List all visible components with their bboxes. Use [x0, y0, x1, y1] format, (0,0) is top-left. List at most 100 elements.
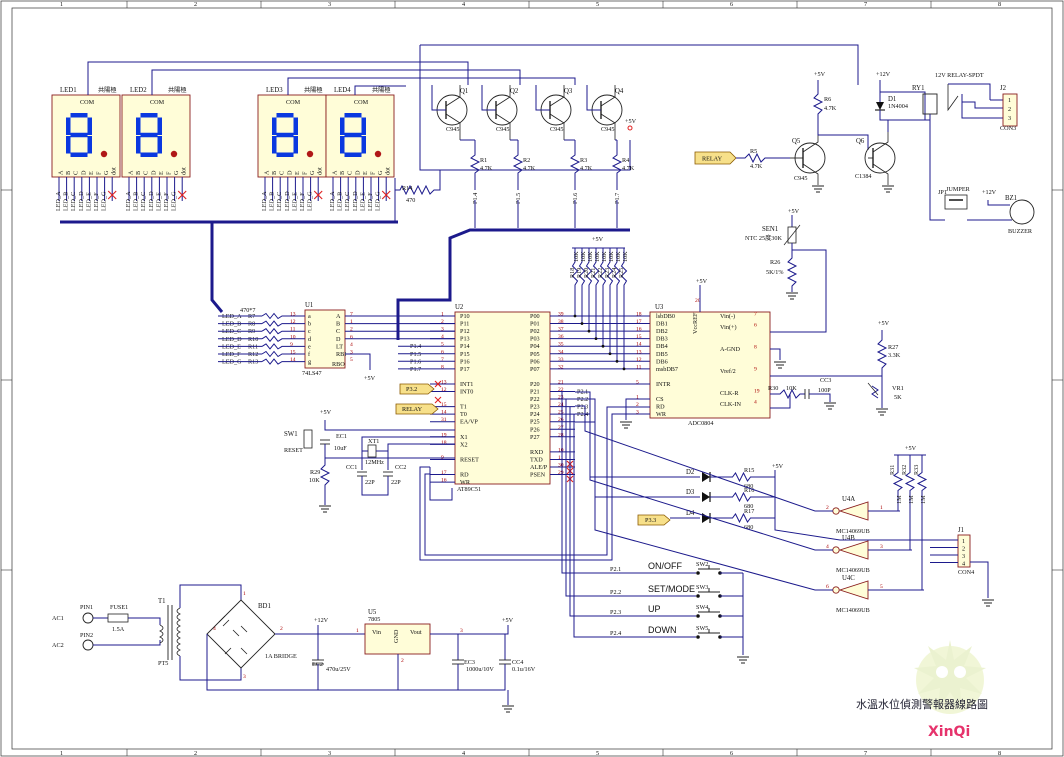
plus5-vref: +5V — [878, 320, 890, 327]
led-segment — [140, 152, 158, 157]
junction-dot — [587, 329, 591, 333]
ec1-val: 10uF — [334, 445, 347, 452]
u2-left-label: T0 — [460, 411, 467, 418]
jp1-label: JUMPER — [946, 186, 971, 193]
led-bus-label: LED_F — [93, 192, 100, 211]
button-net: P2.4 — [610, 630, 621, 637]
u3-left-label: WR — [656, 411, 667, 418]
led-pin-label: D — [80, 170, 87, 175]
led-segment — [361, 117, 366, 135]
button-wire — [561, 391, 696, 574]
led-type-label: 共陽極 — [372, 86, 391, 94]
junction-dot — [601, 344, 605, 348]
vref-divider: +5V R27 3.3K VR1 5K — [770, 320, 904, 416]
relay-label-1: RELAY — [702, 156, 723, 163]
r6-ref: R6 — [824, 96, 831, 103]
transistor-collector — [549, 85, 565, 107]
u2-left-label: P15 — [460, 351, 470, 358]
led-segment — [272, 136, 277, 154]
u2-pin-num: 30 — [558, 463, 564, 469]
button-label: UP — [648, 604, 661, 614]
led-pin-label: dot — [111, 167, 118, 175]
frame-col-label: 6 — [730, 750, 733, 757]
u5-vin: Vin — [372, 629, 381, 636]
junction-dot — [615, 359, 619, 363]
con3-pin: 3 — [1008, 115, 1011, 122]
u2-right-label: P21 — [530, 389, 540, 396]
j2-ref: J2 — [1000, 85, 1007, 92]
schematic-title: 水溫水位偵測警報器線路圖 — [856, 697, 988, 711]
u2-pin-num: 25 — [558, 410, 564, 416]
button-wire — [565, 399, 696, 597]
u3-pin-num: 8 — [754, 345, 757, 351]
u2-left-label: X2 — [460, 441, 468, 448]
button-contact — [696, 594, 700, 598]
u2-pin-num: 23 — [558, 395, 564, 401]
p0-res-val: 10K — [622, 251, 629, 262]
u3-adc: U3 ADC0804 lsbDB018DB117DB216DB315DB414D… — [419, 278, 786, 561]
q6-part: C1384 — [855, 173, 872, 180]
u2-pin-num: 7 — [441, 357, 444, 363]
u3-agnd-wire — [770, 348, 781, 360]
u3-right-label: Vin(+) — [720, 324, 737, 331]
resistor-ref: R2 — [523, 157, 530, 164]
bd-pin-1: 1 — [243, 591, 246, 597]
led-com-label: COM — [150, 99, 165, 106]
inverter-pin: 3 — [880, 544, 883, 550]
u3-left-label: DB2 — [656, 328, 668, 335]
net-label: P1.6 — [572, 193, 579, 204]
led-pin-label: B — [271, 171, 278, 175]
p0-res-ref: R22 — [597, 268, 604, 278]
led-pin-label: F — [302, 171, 309, 175]
led-segment — [293, 136, 298, 154]
r5-ref: R5 — [750, 148, 757, 155]
led-segment — [70, 113, 88, 118]
frame-col-label: 5 — [596, 750, 599, 757]
u2-pin-num: 1 — [441, 312, 444, 318]
u2-left-label: X1 — [460, 434, 468, 441]
seg-resistor — [261, 320, 285, 327]
no-connect-mark — [381, 190, 391, 200]
r26-ref: R26 — [770, 259, 780, 266]
resistor — [904, 455, 916, 510]
cc4-val: 0.1u/16V — [512, 666, 536, 673]
p0-res-ref: R18 — [569, 268, 576, 278]
u2-right-label: P27 — [530, 434, 540, 441]
plus5-leds: +5V — [772, 463, 784, 470]
led-segment — [361, 136, 366, 154]
u1-pin-num: 9 — [290, 342, 293, 348]
seg-resistor — [261, 343, 285, 350]
u1-pin-num: 5 — [350, 357, 353, 363]
led-r-val: 680 — [744, 503, 753, 510]
led-pin-label: C — [73, 171, 80, 175]
inverter-ref: U4B — [842, 535, 855, 542]
u1-pin-num: 11 — [290, 327, 296, 333]
u1-out-label: C — [336, 328, 340, 335]
ec1-ref: EC1 — [336, 433, 347, 440]
u1-part: 74LS47 — [302, 370, 322, 377]
rd-wire — [419, 413, 650, 561]
pin1-ref: PIN1 — [80, 604, 93, 611]
u3-left-label: CS — [656, 396, 664, 403]
u1-pin-num: 2 — [350, 327, 353, 333]
u2-right-label: P04 — [530, 343, 540, 350]
u2-net-label: P2.2 — [577, 396, 588, 403]
resistor — [710, 512, 775, 524]
u3-pin-num: 1 — [636, 395, 639, 401]
u1-ref: U1 — [305, 302, 313, 309]
fuse-ref: FUSE1 — [110, 604, 128, 611]
u2-pin-num: 3 — [441, 327, 444, 333]
led-pin-label: dot — [385, 167, 392, 175]
u4-res-ref: R31 — [889, 465, 896, 475]
p0-res-ref: R20 — [583, 268, 590, 278]
resistor — [916, 455, 928, 510]
led-pin-label: B — [339, 171, 346, 175]
led-ref: LED4 — [334, 87, 351, 94]
water-level-inverters: U4AMC14069UB12U4BMC14069UB34U4CMC14069UB… — [575, 405, 994, 614]
r26-val: 5K/1% — [766, 269, 784, 276]
u3-top-label: VccREF — [692, 312, 699, 334]
u2-pin-num: 5 — [441, 342, 444, 348]
plus5-reset: +5V — [320, 409, 332, 416]
